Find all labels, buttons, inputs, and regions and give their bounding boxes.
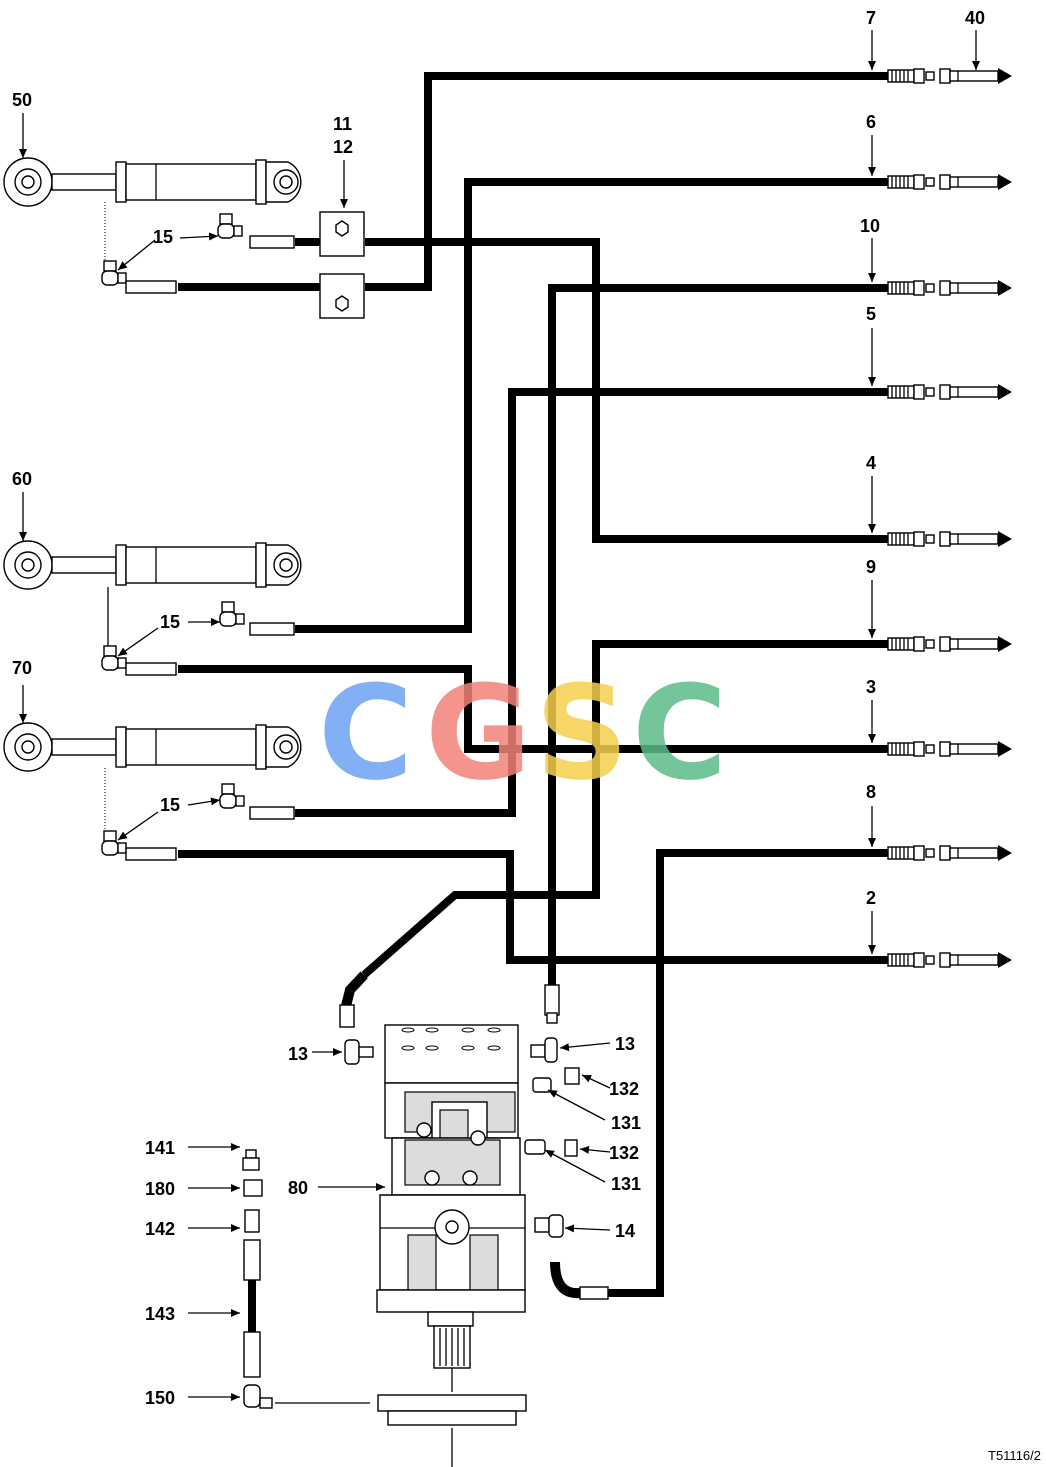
- watermark: C G S C: [318, 657, 727, 809]
- cylinder-60: [3, 540, 302, 676]
- hose-connectors: [887, 67, 1013, 969]
- hose-5-line: [295, 388, 888, 817]
- grease-assembly: [242, 1149, 370, 1409]
- label-fitting-15a: 15: [153, 227, 173, 247]
- label-hose-9: 9: [866, 557, 876, 577]
- cylinder-70: [3, 722, 302, 861]
- watermark-letter-c2: C: [632, 657, 727, 809]
- label-fitting-132-top: 132: [609, 1079, 639, 1099]
- label-hose-10: 10: [860, 216, 880, 236]
- valve-blocks: [319, 211, 365, 319]
- hose-lines: [178, 72, 888, 1297]
- leader-arrows: [19, 30, 980, 1401]
- label-fitting-13-right: 13: [615, 1034, 635, 1054]
- label-fitting-15b: 15: [160, 612, 180, 632]
- cylinder-50: [3, 157, 302, 294]
- drawing-reference: T51116/2: [988, 1448, 1041, 1463]
- label-hose-8: 8: [866, 782, 876, 802]
- label-cylinder-70: 70: [12, 658, 32, 678]
- label-part-150: 150: [145, 1388, 175, 1408]
- part-labels: 7 40 6 10 5 4 9 3 8 2 50 60 70 11 12 15 …: [12, 8, 1041, 1463]
- label-part-143: 143: [145, 1304, 175, 1324]
- watermark-letter-c: C: [318, 657, 413, 809]
- label-hose-4: 4: [866, 453, 876, 473]
- hose-8-line: [608, 849, 888, 1297]
- label-part-180: 180: [145, 1179, 175, 1199]
- label-fitting-132-bottom: 132: [609, 1143, 639, 1163]
- label-hose-2: 2: [866, 888, 876, 908]
- label-valve-12: 12: [333, 137, 353, 157]
- label-hose-3: 3: [866, 677, 876, 697]
- watermark-letter-s: S: [535, 657, 629, 809]
- label-fitting-13-left: 13: [288, 1044, 308, 1064]
- label-hose-7: 7: [866, 8, 876, 28]
- label-hose-40: 40: [965, 8, 985, 28]
- hose-9-line: [361, 640, 888, 979]
- label-cylinder-50: 50: [12, 90, 32, 110]
- hose-2-line: [178, 850, 888, 964]
- label-fitting-15c: 15: [160, 795, 180, 815]
- label-fitting-131-bottom: 131: [611, 1174, 641, 1194]
- label-motor-80: 80: [288, 1178, 308, 1198]
- label-cylinder-60: 60: [12, 469, 32, 489]
- label-hose-5: 5: [866, 304, 876, 324]
- label-hose-6: 6: [866, 112, 876, 132]
- hose-7-line: [365, 72, 888, 291]
- motor-80: [339, 971, 609, 1467]
- watermark-letter-g: G: [425, 657, 532, 809]
- label-fitting-131-top: 131: [611, 1113, 641, 1133]
- hose-6-line: [295, 178, 888, 633]
- label-part-141: 141: [145, 1138, 175, 1158]
- label-fitting-14: 14: [615, 1221, 635, 1241]
- label-valve-11: 11: [333, 114, 352, 134]
- hose-3-line: [178, 665, 888, 753]
- label-part-142: 142: [145, 1219, 175, 1239]
